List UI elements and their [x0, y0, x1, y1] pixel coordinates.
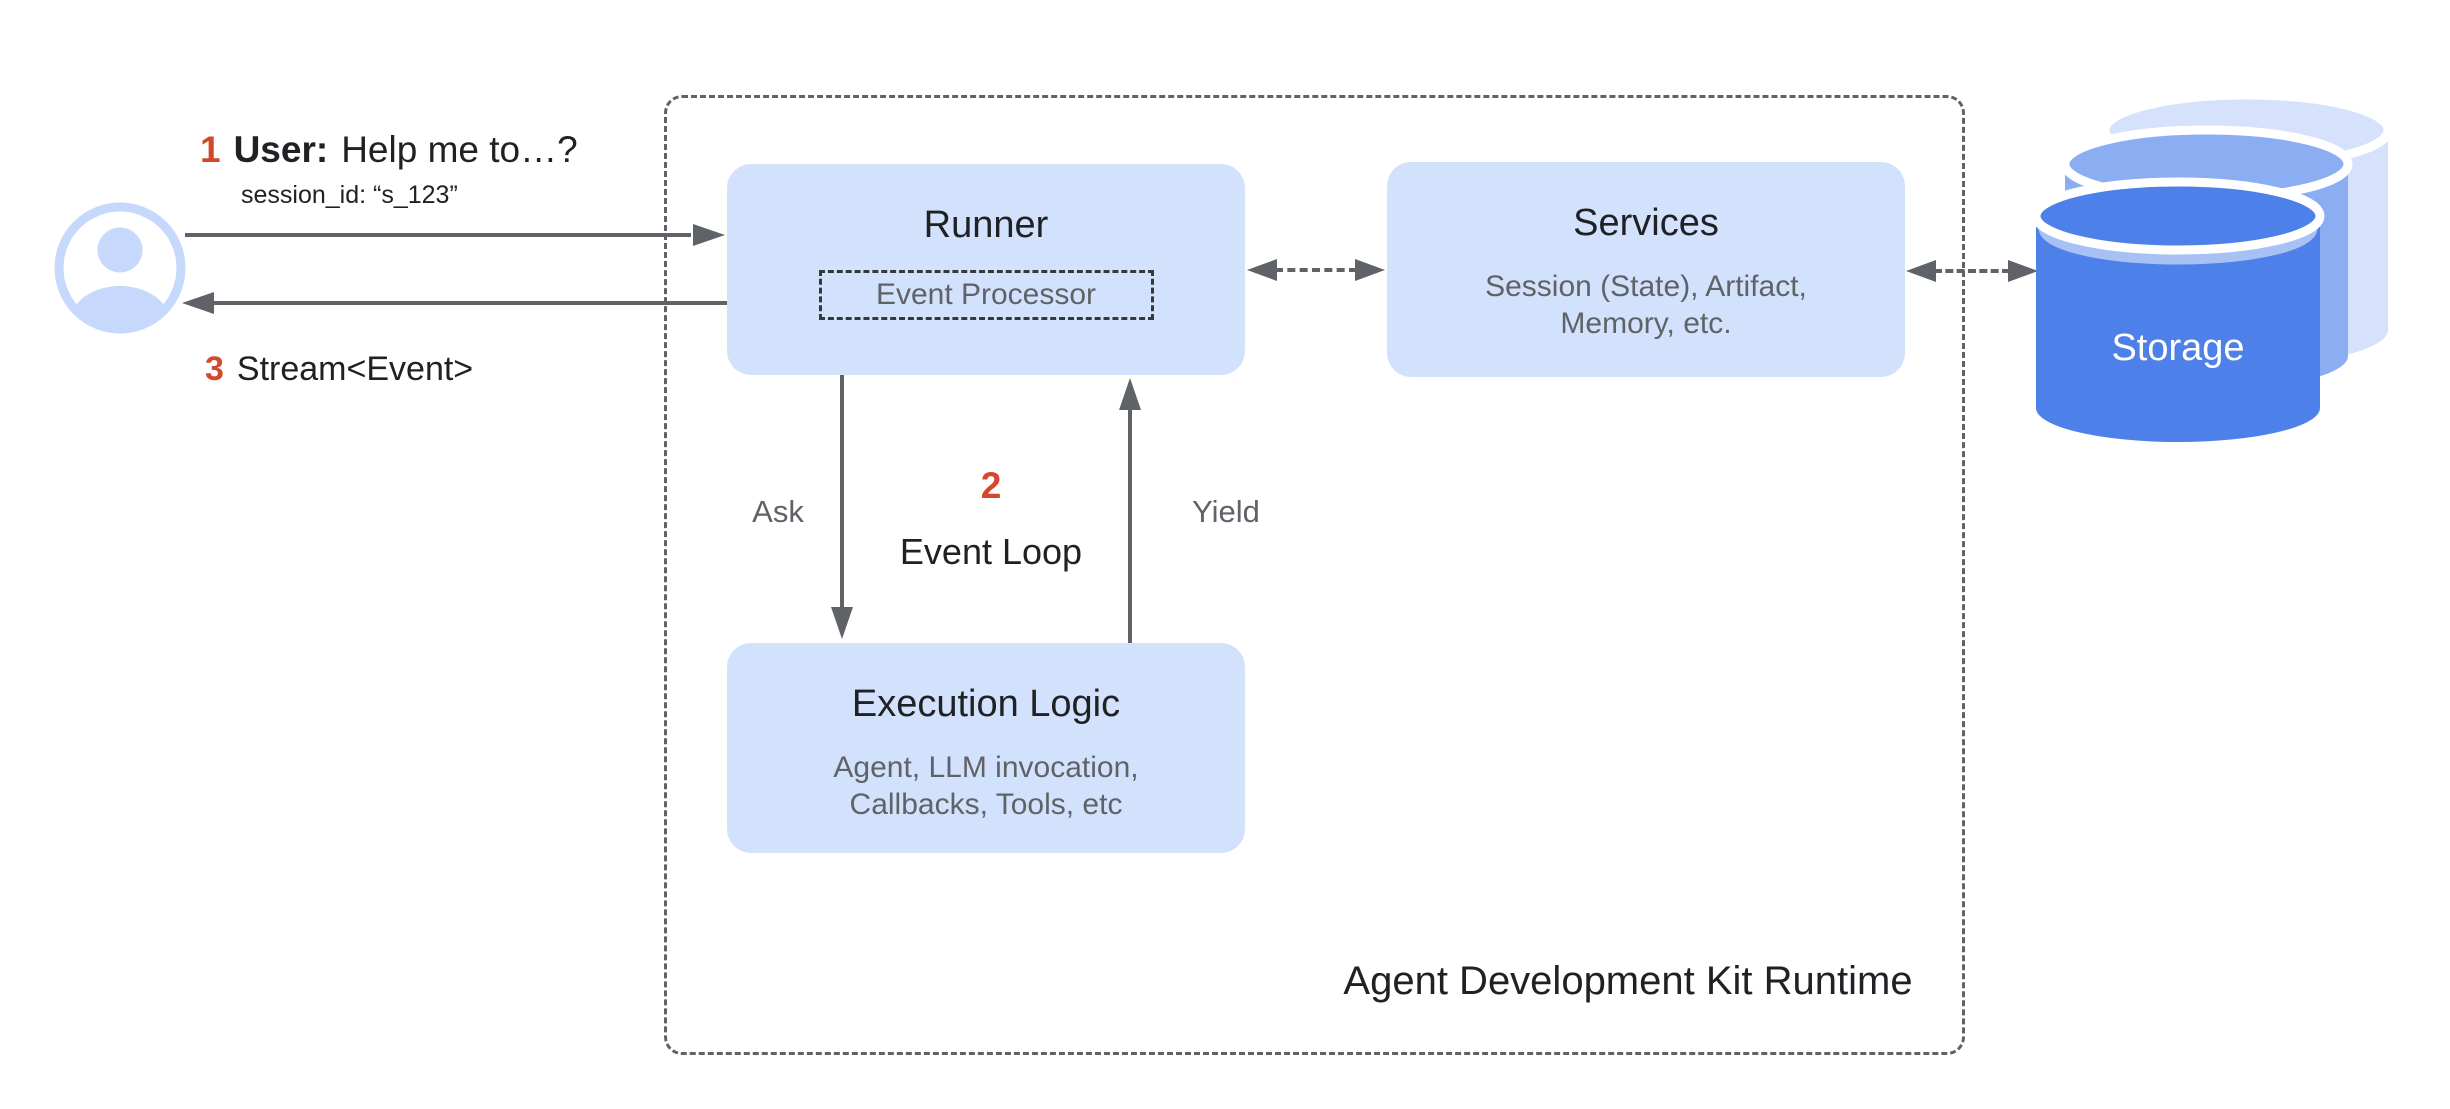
services-description-line2: Memory, etc.: [1560, 307, 1732, 340]
step3-stream-event: 3 Stream<Event>: [205, 349, 473, 389]
step1-user-request: 1 User: Help me to…?: [200, 128, 578, 172]
execution-logic-description: Agent, LLM invocation, Callbacks, Tools,…: [833, 749, 1138, 823]
connector-services-storage: [1906, 260, 2038, 282]
user-avatar-icon: [54, 202, 186, 334]
storage-database-icon: Storage: [2031, 90, 2393, 442]
event-loop-label-group: 2 Event Loop: [891, 466, 1091, 574]
event-processor-label: Event Processor: [875, 278, 1097, 311]
yield-label: Yield: [1192, 494, 1260, 529]
services-description: Session (State), Artifact, Memory, etc.: [1485, 268, 1807, 342]
adk-runtime-label: Agent Development Kit Runtime: [1343, 959, 1913, 1003]
arrow-right-head: [2008, 260, 2038, 282]
event-loop-label: Event Loop: [899, 531, 1083, 572]
session-id-text: session_id: “s_123”: [241, 181, 458, 209]
dashed-line: [1934, 269, 2010, 273]
execution-logic-title: Execution Logic: [851, 683, 1121, 725]
runner-box: Runner Event Processor: [727, 164, 1245, 375]
execution-logic-box: Execution Logic Agent, LLM invocation, C…: [727, 643, 1245, 853]
connector-runner-services: [1247, 259, 1385, 281]
arrow-line: [840, 375, 844, 607]
arrow-user-to-runner: [185, 224, 725, 246]
step2-number: 2: [980, 465, 1002, 506]
arrow-line: [185, 233, 691, 237]
execution-logic-description-line2: Callbacks, Tools, etc: [849, 788, 1123, 821]
arrow-ask-down: [830, 375, 854, 639]
services-title: Services: [1573, 202, 1719, 244]
step3-text: Stream<Event>: [236, 350, 474, 388]
step3-number: 3: [205, 350, 224, 388]
arrow-left-head: [1906, 260, 1936, 282]
storage-label: Storage: [2111, 327, 2244, 369]
step1-text: Help me to…?: [341, 129, 578, 170]
event-processor-box: Event Processor: [818, 270, 1154, 320]
avatar-head: [97, 227, 143, 273]
arrow-left-head: [182, 292, 214, 314]
avatar-shoulders: [70, 286, 170, 329]
arrow-yield-up: [1118, 378, 1142, 643]
step1-number: 1: [200, 129, 221, 170]
arrow-up-head: [1119, 378, 1141, 410]
arrow-left-head: [1247, 259, 1277, 281]
arrow-line: [1128, 410, 1132, 643]
execution-logic-description-line1: Agent, LLM invocation,: [833, 751, 1139, 784]
step1-user-label: User:: [233, 129, 329, 170]
ask-label: Ask: [752, 494, 804, 529]
runner-title: Runner: [923, 204, 1049, 246]
services-description-line1: Session (State), Artifact,: [1485, 270, 1807, 303]
dashed-line: [1275, 268, 1357, 272]
arrow-right-head: [1355, 259, 1385, 281]
arrow-runner-to-user: [182, 292, 727, 314]
arrow-down-head: [831, 607, 853, 639]
services-box: Services Session (State), Artifact, Memo…: [1387, 162, 1905, 377]
arrow-line: [212, 301, 727, 305]
arrow-right-head: [693, 224, 725, 246]
storage-cylinder-front: Storage: [2031, 177, 2325, 442]
adk-runtime-boundary: [664, 95, 1965, 1055]
